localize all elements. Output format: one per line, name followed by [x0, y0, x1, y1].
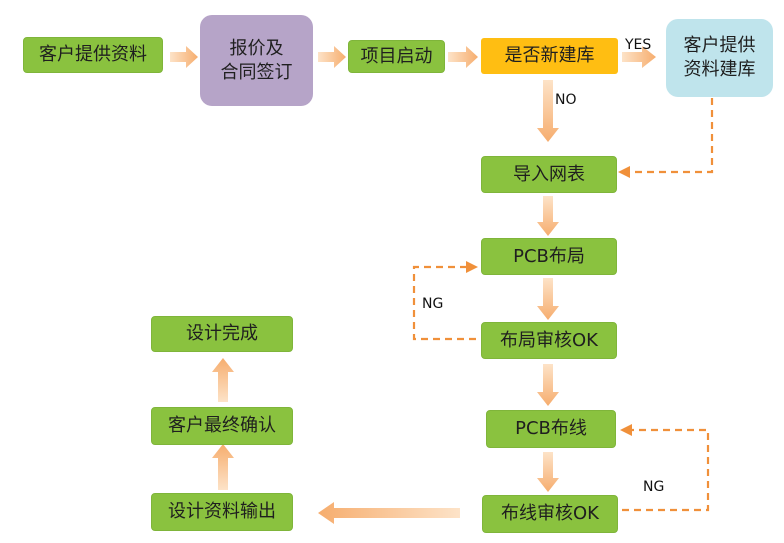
node-customer-provides-info: 客户提供资料	[23, 37, 163, 73]
arrow-yes	[622, 46, 656, 68]
node-routing-review: 布线审核OK	[482, 495, 618, 533]
node-import-netlist: 导入网表	[481, 156, 617, 193]
node-project-start: 项目启动	[348, 40, 445, 73]
arrow-output-to-confirm	[212, 444, 234, 490]
arrow-no-down	[537, 80, 559, 142]
arrow-confirm-to-complete	[212, 358, 234, 402]
arrow-layout-to-review	[537, 278, 559, 320]
node-design-output: 设计资料输出	[151, 493, 293, 531]
dashed-arrowhead-routing	[620, 424, 632, 436]
dashed-arrowhead-layout	[466, 261, 478, 273]
dashed-arrowhead-netlist	[618, 166, 630, 178]
arrow-quote-to-start	[318, 46, 346, 68]
label-ng-layout: NG	[422, 296, 444, 312]
label-ng-routing: NG	[643, 479, 665, 495]
dashed-ng-routing-loop	[622, 428, 710, 512]
arrow-rreview-to-output	[318, 502, 460, 524]
arrow-netlist-to-layout	[537, 196, 559, 236]
dashed-ng-layout-loop	[412, 265, 476, 341]
label-yes: YES	[625, 37, 652, 53]
arrow-review-to-routing	[537, 364, 559, 406]
node-pcb-routing: PCB布线	[486, 410, 616, 448]
node-pcb-layout: PCB布局	[481, 238, 617, 275]
arrow-info-to-quote	[170, 46, 198, 68]
label-no: NO	[555, 92, 577, 108]
node-quote-contract: 报价及 合同签订	[200, 15, 313, 106]
node-layout-review: 布局审核OK	[481, 322, 617, 359]
node-customer-confirm: 客户最终确认	[151, 407, 293, 445]
arrow-routing-to-rreview	[537, 452, 559, 492]
node-new-library-question: 是否新建库	[481, 38, 618, 74]
dashed-lib-to-netlist	[628, 98, 714, 174]
node-customer-provides-library: 客户提供 资料建库	[666, 19, 773, 97]
arrow-start-to-question	[448, 46, 478, 68]
node-design-complete: 设计完成	[151, 316, 293, 352]
